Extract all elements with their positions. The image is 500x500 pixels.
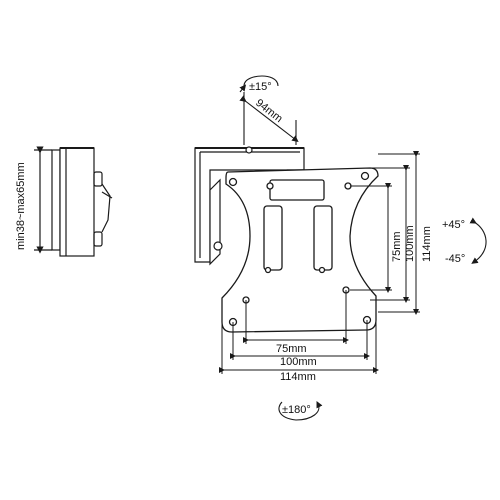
tilt-indicator	[239, 75, 299, 145]
vesa-75-vertical-label: 75mm	[391, 231, 403, 262]
mount-body	[194, 146, 307, 266]
vesa-114-horizontal-label: 114mm	[280, 371, 316, 383]
vertical-dimensions	[350, 151, 420, 315]
side-view	[34, 146, 113, 257]
vesa-114-vertical-label: 114mm	[421, 226, 433, 262]
horizontal-dimensions	[219, 290, 379, 374]
vesa-75-horizontal-label: 75mm	[276, 343, 307, 355]
vesa-plate	[221, 167, 379, 333]
tilt-label: ±15°	[249, 81, 272, 93]
swivel-positive-label: +45°	[442, 219, 465, 231]
vesa-100-horizontal-label: 100mm	[280, 356, 317, 368]
vesa-100-vertical-label: 100mm	[404, 225, 416, 262]
wall-gap-label: min38~max65mm	[15, 162, 27, 250]
swivel-negative-label: -45°	[445, 253, 465, 265]
rotation-indicator	[278, 401, 323, 421]
hole-tr	[360, 171, 370, 181]
hole-tl	[228, 177, 238, 187]
rotation-label: ±180°	[282, 404, 311, 416]
swivel-indicator	[469, 217, 487, 264]
